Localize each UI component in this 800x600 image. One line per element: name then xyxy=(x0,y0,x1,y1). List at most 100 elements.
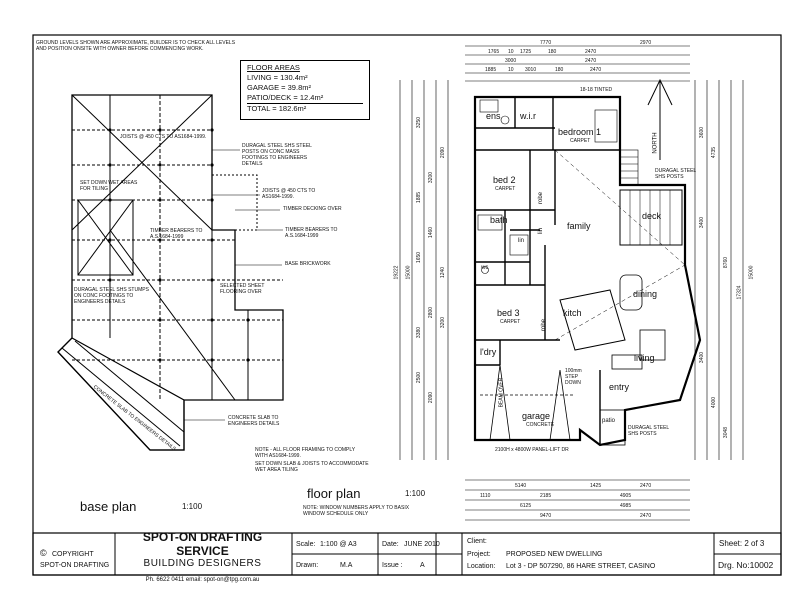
room-ens: ens xyxy=(486,111,501,121)
base-plan xyxy=(57,94,284,451)
dim-right-8: 3048 xyxy=(723,426,730,439)
room-carpet1: CARPET xyxy=(570,138,591,144)
room-bed3: bed 3 xyxy=(497,308,520,318)
dim-bottom-a0: 5140 xyxy=(515,483,527,489)
dim-right-2: 8760 xyxy=(723,256,730,269)
note-set-down: SET DOWN SLAB & JOISTS TO ACCOMMODATE WE… xyxy=(255,461,369,473)
panel-door-label: 2100H x 4800W PANEL-LIFT DR xyxy=(495,447,569,453)
location-label: Location: xyxy=(467,563,496,570)
project-label: Project: xyxy=(467,551,491,558)
tinted-label: 18-18 TINTED xyxy=(580,87,613,93)
dim-top-c1: 10 xyxy=(508,67,514,73)
floor-plan-label: floor plan xyxy=(307,486,361,501)
dim-left-11: 3200 xyxy=(440,316,447,329)
dim-left-10: 3380 xyxy=(416,326,423,339)
scale-value: 1:100 @ A3 xyxy=(320,541,357,548)
duragal-patio-label: DURAGAL STEEL SHS POSTS xyxy=(628,425,670,437)
client-label: Client: xyxy=(467,538,487,545)
step-down-label: 100mm STEP DOWN xyxy=(565,368,582,386)
floor-area-living: LIVING = 130.4m² xyxy=(247,73,308,82)
dim-top-a1: 10 xyxy=(508,49,514,55)
dim-left-8: 1240 xyxy=(440,266,447,279)
drawn-label: Drawn: xyxy=(296,562,319,569)
dim-bottom-b1: 2185 xyxy=(540,493,552,499)
dim-left-5: 1885 xyxy=(416,191,423,204)
dim-right-4: 17324 xyxy=(736,285,743,300)
dim-left-2: 3250 xyxy=(416,116,423,129)
room-bedroom1: bedroom 1 xyxy=(558,127,602,137)
room-wc: wc xyxy=(481,265,489,271)
note-set-down-wet: SET DOWN WET AREAS FOR TILING xyxy=(80,180,138,192)
dim-left-4: 2090 xyxy=(440,146,447,159)
copyright-by: SPOT-ON DRAFTING xyxy=(40,562,110,569)
note-window: NOTE: WINDOW NUMBERS APPLY TO BASIX WIND… xyxy=(303,505,410,517)
note-selected-sheet: SELECTED SHEET FLOORING OVER xyxy=(220,283,265,295)
room-dining: dining xyxy=(633,289,658,299)
room-kitch: kitch xyxy=(563,308,582,318)
room-entry: entry xyxy=(609,382,630,392)
dim-right-7: 4000 xyxy=(711,396,718,409)
dim-top-c0: 1885 xyxy=(485,67,497,73)
room-ldry: l'dry xyxy=(480,347,497,357)
note-timber-bearers: TIMBER BEARERS TO A.S.1684-1999 xyxy=(150,228,203,240)
dim-bottom-b0: 1110 xyxy=(480,493,491,499)
base-plan-scale: 1:100 xyxy=(182,502,203,511)
dim-top-c4: 2470 xyxy=(590,67,602,73)
dim-bottom-d1: 2470 xyxy=(640,513,652,519)
room-robe2: robe xyxy=(541,318,548,332)
room-carpet2: CARPET xyxy=(495,186,516,192)
floor-plan xyxy=(473,78,702,447)
drawn-value: M.A xyxy=(340,562,353,569)
dim-left-7: 1650 xyxy=(416,251,423,264)
dim-left-1: 15000 xyxy=(405,265,412,280)
company-subtitle: BUILDING DESIGNERS xyxy=(143,558,262,569)
dim-right-1: 4735 xyxy=(711,146,718,159)
company-block: SPOT-ON DRAFTING SERVICE BUILDING DESIGN… xyxy=(115,530,290,583)
dimensions xyxy=(399,45,744,521)
dim-bottom-a1: 1425 xyxy=(590,483,602,489)
dim-left-12: 2500 xyxy=(416,371,423,384)
note-concrete-slab: CONCRETE SLAB TO ENGINEERS DETAILS xyxy=(228,415,280,427)
dim-top-a2: 1725 xyxy=(520,49,532,55)
dim-top-b1: 2470 xyxy=(585,58,597,64)
room-family: family xyxy=(567,221,591,231)
room-robe1: robe xyxy=(538,191,545,205)
note-joists: JOISTS @ 450 CTS TO AS1684-1999. xyxy=(120,134,207,140)
note-timber-bearers-b: TIMBER BEARERS TO A.S.1684-1999 xyxy=(285,227,338,239)
room-bed2: bed 2 xyxy=(493,175,516,185)
note-framing: NOTE - ALL FLOOR FRAMING TO COMPLY WITH … xyxy=(255,447,356,459)
date-value: JUNE 2010 xyxy=(404,541,440,548)
beam-over-label: BEAM OVER xyxy=(498,377,505,408)
ground-levels-note: GROUND LEVELS SHOWN ARE APPROXIMATE, BUI… xyxy=(36,40,236,52)
duragal-deck-label: DURAGAL STEEL SHS POSTS xyxy=(655,168,697,180)
dim-right-6: 3400 xyxy=(699,351,706,364)
note-base-brickwork: BASE BRICKWORK xyxy=(285,261,331,267)
room-bath: bath xyxy=(490,215,508,225)
room-lin2: lin xyxy=(538,227,545,235)
dim-2970: 2970 xyxy=(640,40,652,46)
note-joists-b: JOISTS @ 450 CTS TO AS1684-1999. xyxy=(262,188,316,200)
company-contact: Ph. 6622 0411 email: spot-on@tpg.com.au xyxy=(145,577,260,583)
deck-area xyxy=(619,189,683,246)
dim-left-3: 3200 xyxy=(428,171,435,184)
dim-top-b0: 3000 xyxy=(505,58,517,64)
dim-right-3: 3400 xyxy=(699,216,706,229)
dim-top-a4: 2470 xyxy=(585,49,597,55)
issue-label: Issue : xyxy=(382,562,403,569)
north-label: NORTH xyxy=(652,132,659,154)
room-carpet3: CARPET xyxy=(500,319,521,325)
dim-top-a3: 180 xyxy=(548,49,557,55)
issue-value: A xyxy=(420,562,425,569)
floor-areas-title: FLOOR AREAS xyxy=(247,63,300,72)
room-wir: w.i.r xyxy=(520,111,537,121)
sheet-number: Sheet: 2 of 3 xyxy=(719,539,765,548)
room-patio: patio xyxy=(602,418,616,424)
dim-right-5: 15000 xyxy=(748,265,755,280)
floor-areas-box: FLOOR AREAS LIVING = 130.4m² GARAGE = 39… xyxy=(240,60,370,120)
room-lin: lin xyxy=(518,238,525,244)
note-timber-decking: TIMBER DECKING OVER xyxy=(283,206,342,212)
dim-left-6: 1460 xyxy=(428,226,435,239)
dim-right-0: 3600 xyxy=(699,126,706,139)
dim-bottom-c1: 4985 xyxy=(620,503,632,509)
dim-left-0: 19222 xyxy=(393,265,400,280)
